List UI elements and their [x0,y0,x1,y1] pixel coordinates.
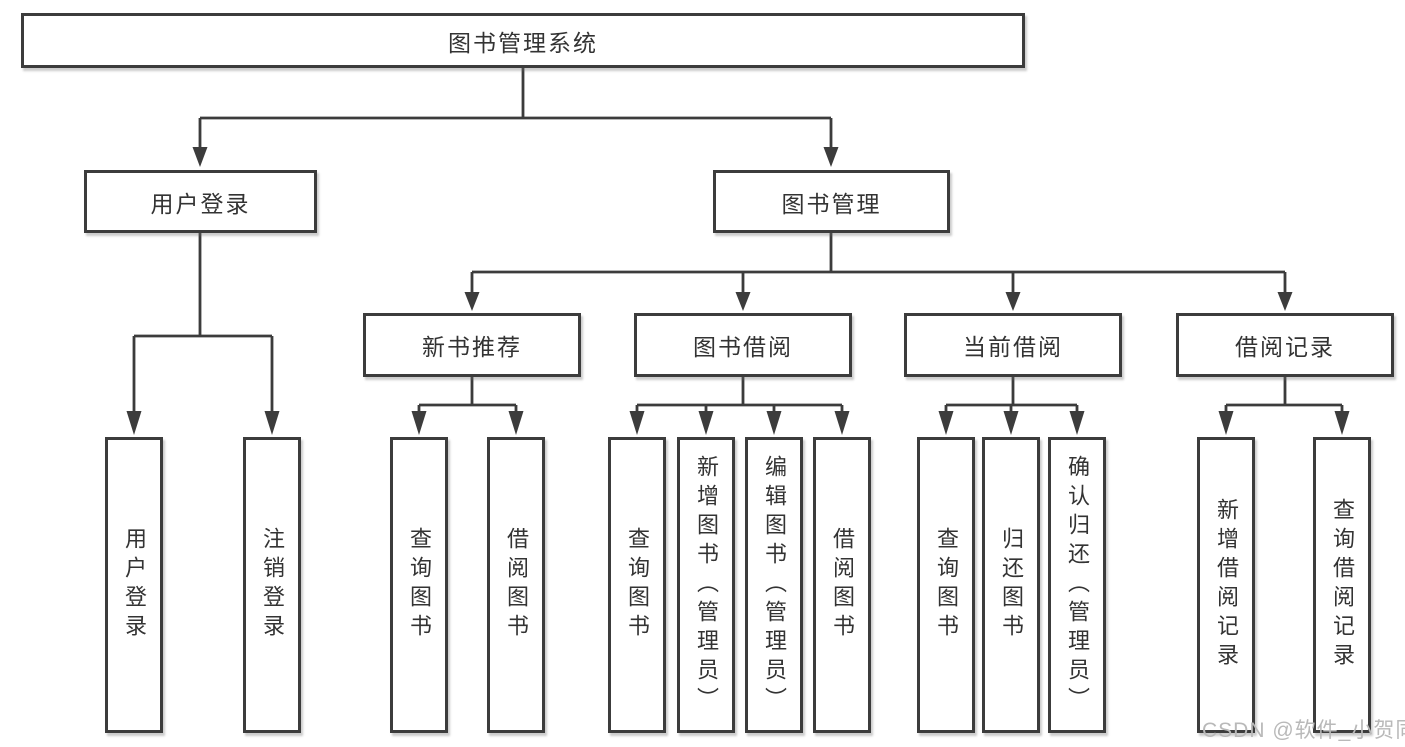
arrowhead-down [126,411,142,435]
leaf-borrowing-query-books: 查询图书 [608,437,666,733]
connector-current-borrowing-to-leaves [938,377,1085,435]
connector-root-to-level2 [192,68,839,167]
arrowhead-down [1218,411,1234,435]
arrowhead-down [264,411,280,435]
arrowhead-down [698,411,714,435]
node-user-login: 用户登录 [84,170,317,233]
arrowhead-down [834,411,850,435]
leaf-current-query-books: 查询图书 [917,437,975,733]
line [1224,377,1344,414]
csdn-watermark: CSDN @软件_小贺同学 [1202,719,1405,742]
leaf-newbook-borrow-books: 借阅图书 [487,437,545,733]
leaf-newbook-query-books: 查询图书 [390,437,448,733]
leaf-borrowing-borrow-books: 借阅图书 [813,437,871,733]
node-book-borrowing: 图书借阅 [634,313,852,377]
connector-user-login-to-leaves [126,233,280,435]
arrowhead-down [938,411,954,435]
leaf-current-confirm-return-admin: 确认归还（管理员） [1048,437,1106,733]
node-library-management-system: 图书管理系统 [21,13,1025,68]
connector-book-borrowing-to-leaves [629,377,850,435]
leaf-records-add-borrow-record: 新增借阅记录 [1197,437,1255,733]
leaf-current-return-books: 归还图书 [982,437,1040,733]
line [470,233,1287,296]
arrowhead-down [766,411,782,435]
connector-new-book-to-leaves [411,377,524,435]
leaf-borrowing-edit-books-admin: 编辑图书（管理员） [745,437,803,733]
arrowhead-down [629,411,645,435]
arrowhead-down [1003,411,1019,435]
arrowhead-down [1277,292,1293,311]
line [198,68,833,150]
node-book-management: 图书管理 [713,170,950,233]
line [132,233,274,414]
line [635,377,844,414]
arrowhead-down [1005,292,1021,311]
leaf-user-login: 用户登录 [105,437,163,733]
leaf-records-query-borrow-record: 查询借阅记录 [1313,437,1371,733]
line [944,377,1079,414]
arrowhead-down [1069,411,1085,435]
arrowhead-down [508,411,524,435]
arrowhead-down [735,292,751,311]
leaf-borrowing-add-books-admin: 新增图书（管理员） [677,437,735,733]
arrowhead-down [1334,411,1350,435]
line [417,377,518,414]
arrowhead-down [464,292,480,311]
node-new-book-recommendation: 新书推荐 [363,313,581,377]
node-borrowing-records: 借阅记录 [1176,313,1394,377]
connector-book-management-to-level3 [464,233,1293,311]
leaf-logout: 注销登录 [243,437,301,733]
node-current-borrowing: 当前借阅 [904,313,1122,377]
arrowhead-down [823,147,839,167]
connector-borrowing-records-to-leaves [1218,377,1350,435]
arrowhead-down [411,411,427,435]
arrowhead-down [192,147,208,167]
